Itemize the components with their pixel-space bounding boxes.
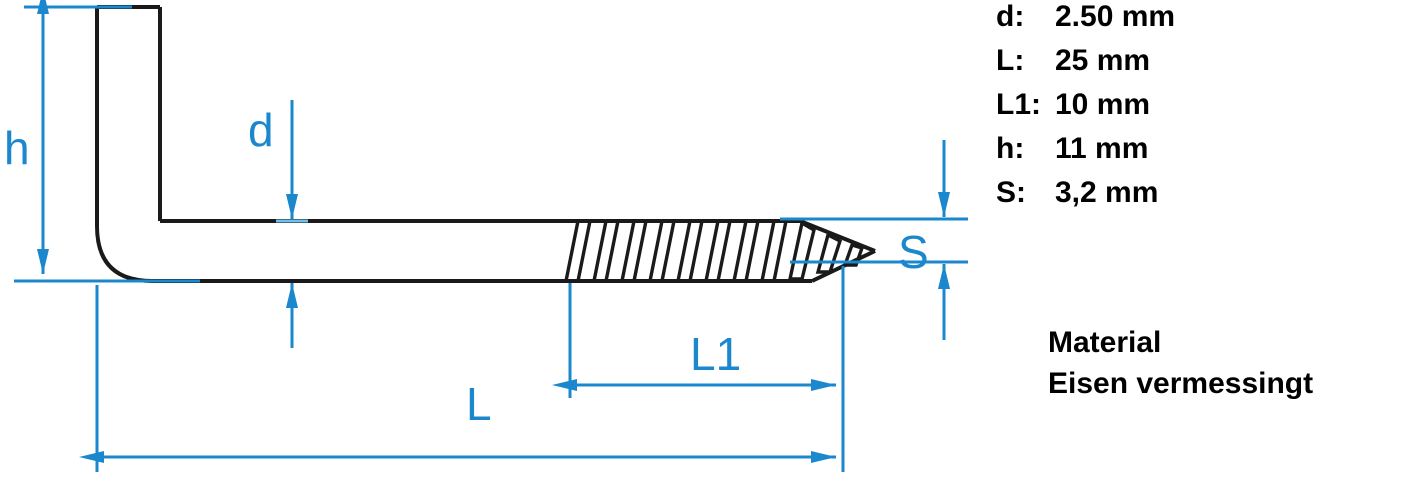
specification-table: d: 2.50 mm L: 25 mm L1: 10 mm h: 11 mm S… [996,2,1175,222]
label-h: h [4,122,30,174]
table-row: L: 25 mm [996,46,1175,90]
specification-panel: d: 2.50 mm L: 25 mm L1: 10 mm h: 11 mm S… [996,0,1424,479]
spec-value: 25 mm [1055,44,1151,77]
table-row: h: 11 mm [996,134,1175,178]
label-L: L [466,378,492,430]
dimension-L1 [552,266,845,398]
spec-key: h: [996,132,1025,165]
spec-key: L: [996,44,1025,77]
label-S: S [898,226,929,278]
label-d: d [248,104,274,156]
table-row: L1: 10 mm [996,90,1175,134]
material-value: Eisen vermessingt [1048,367,1314,401]
label-L1: L1 [690,328,741,380]
spec-key: L1: [996,88,1041,121]
material-heading: Material [1048,326,1162,359]
screw-thread [563,219,876,283]
spec-value: 11 mm [1055,132,1149,165]
spec-key: d: [996,0,1025,33]
dimension-L [79,285,845,472]
spec-key: S: [996,176,1026,209]
material-block: Material Eisen vermessingt [1048,322,1313,405]
dimension-h [14,0,200,283]
hook-outline [95,5,572,283]
spec-value: 2.50 mm [1055,0,1176,33]
table-row: d: 2.50 mm [996,2,1175,46]
dimension-d [276,100,308,348]
spec-value: 3,2 mm [1055,176,1159,209]
table-row: S: 3,2 mm [996,178,1175,222]
dimension-S [780,140,968,340]
spec-value: 10 mm [1055,88,1151,121]
